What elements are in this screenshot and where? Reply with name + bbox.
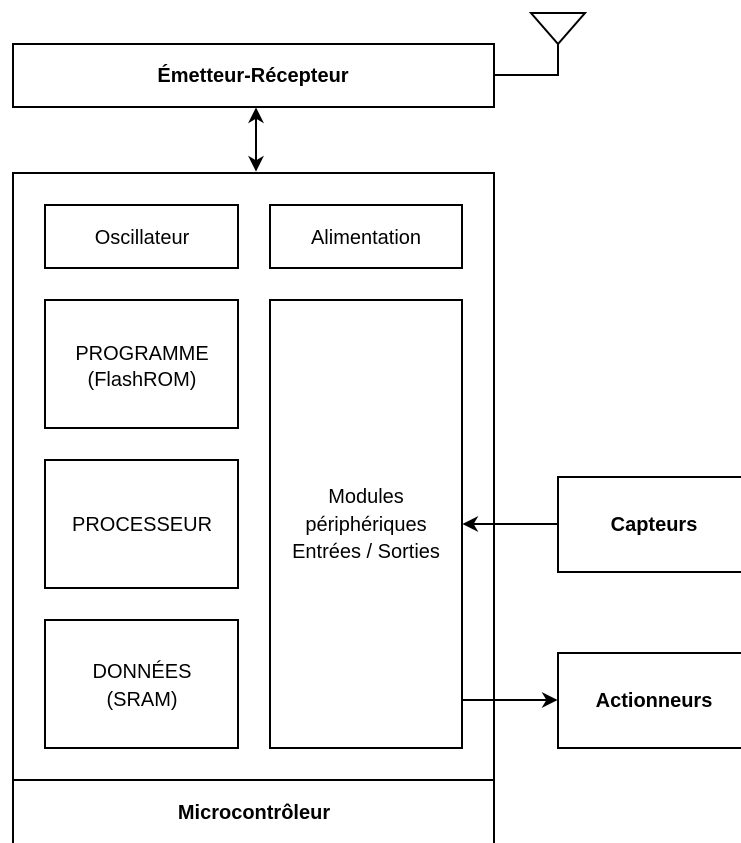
- actuators-box: [557, 652, 741, 749]
- oscillator-box: [44, 204, 239, 269]
- io-modules-label-line1: Modules: [328, 486, 404, 508]
- microcontroller-label: Microcontrôleur: [178, 802, 330, 824]
- program-memory-label-line2: (FlashROM): [88, 369, 197, 391]
- transceiver-label: Émetteur-Récepteur: [157, 64, 348, 87]
- sensors-box: [557, 476, 741, 573]
- antenna-icon: [494, 12, 588, 76]
- transceiver-box: [12, 43, 495, 108]
- data-memory-label-line1: DONNÉES: [93, 660, 192, 683]
- data-memory-label-line2: (SRAM): [106, 689, 177, 711]
- data-memory-box: [44, 619, 239, 749]
- actuators-label: Actionneurs: [596, 690, 713, 712]
- power-label: Alimentation: [311, 227, 421, 249]
- sensors-label: Capteurs: [611, 514, 698, 536]
- power-box: [269, 204, 463, 269]
- processor-box: [44, 459, 239, 589]
- io-modules-box: [269, 299, 463, 749]
- program-memory-box: [44, 299, 239, 429]
- processor-label: PROCESSEUR: [72, 514, 212, 536]
- oscillator-label: Oscillateur: [95, 227, 190, 249]
- program-memory-label-line1: PROGRAMME: [75, 343, 208, 365]
- io-modules-label-line3: Entrées / Sorties: [292, 541, 440, 563]
- io-modules-label-line2: périphériques: [305, 514, 426, 536]
